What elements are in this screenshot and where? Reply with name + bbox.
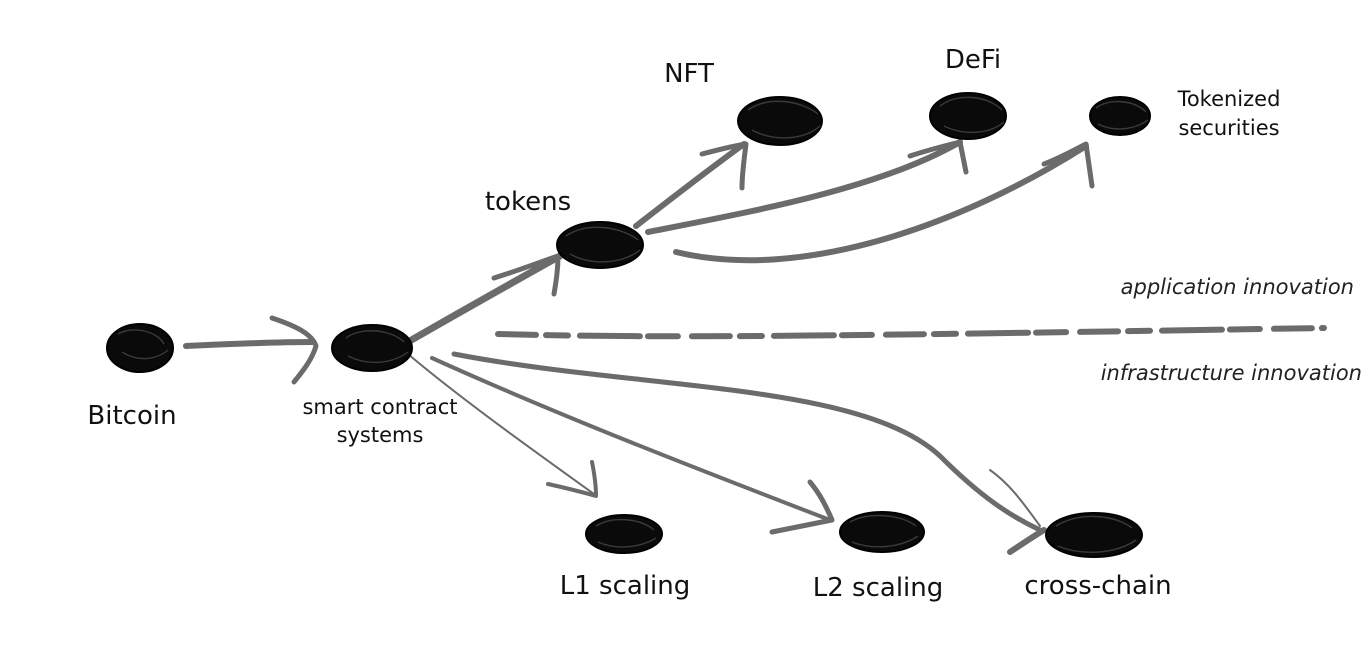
- label-application-innovation: application innovation: [1121, 275, 1354, 299]
- edge-tokens-to-nft: [633, 141, 749, 229]
- node-bitcoin: Bitcoin: [87, 323, 177, 431]
- edge-smart-contract-to-cross-chain: [451, 351, 1047, 555]
- edge-smart-contract-to-l1: [407, 353, 598, 498]
- edge-smart-contract-to-l2: [430, 356, 835, 535]
- node-tokenized-securities: Tokenized securities: [1089, 87, 1281, 140]
- label-bitcoin: Bitcoin: [87, 401, 176, 431]
- node-smart-contract: smart contract systems: [302, 324, 458, 447]
- label-defi: DeFi: [945, 45, 1001, 75]
- label-l1-scaling: L1 scaling: [560, 571, 691, 601]
- edge-smart-contract-to-tokens: [404, 252, 564, 346]
- edge-bitcoin-to-smart-contract: [183, 315, 319, 385]
- layer-divider: [495, 325, 1327, 340]
- label-tokenized-1: Tokenized: [1177, 87, 1281, 111]
- edge-tokens-to-tokenized: [673, 141, 1095, 264]
- label-smart-contract-2: systems: [337, 423, 424, 447]
- label-infrastructure-innovation: infrastructure innovation: [1101, 361, 1362, 385]
- label-smart-contract-1: smart contract: [302, 395, 457, 419]
- node-cross-chain: cross-chain: [1024, 512, 1172, 601]
- edge-tokens-to-defi: [645, 139, 969, 235]
- node-l1-scaling: L1 scaling: [560, 514, 691, 601]
- label-tokens: tokens: [485, 187, 571, 217]
- node-tokens: tokens: [485, 187, 644, 269]
- label-tokenized-2: securities: [1178, 116, 1279, 140]
- node-nft: NFT: [664, 59, 823, 146]
- label-l2-scaling: L2 scaling: [813, 573, 944, 603]
- node-defi: DeFi: [929, 45, 1007, 140]
- label-nft: NFT: [664, 59, 714, 89]
- label-cross-chain: cross-chain: [1024, 571, 1171, 601]
- node-l2-scaling: L2 scaling: [813, 511, 944, 603]
